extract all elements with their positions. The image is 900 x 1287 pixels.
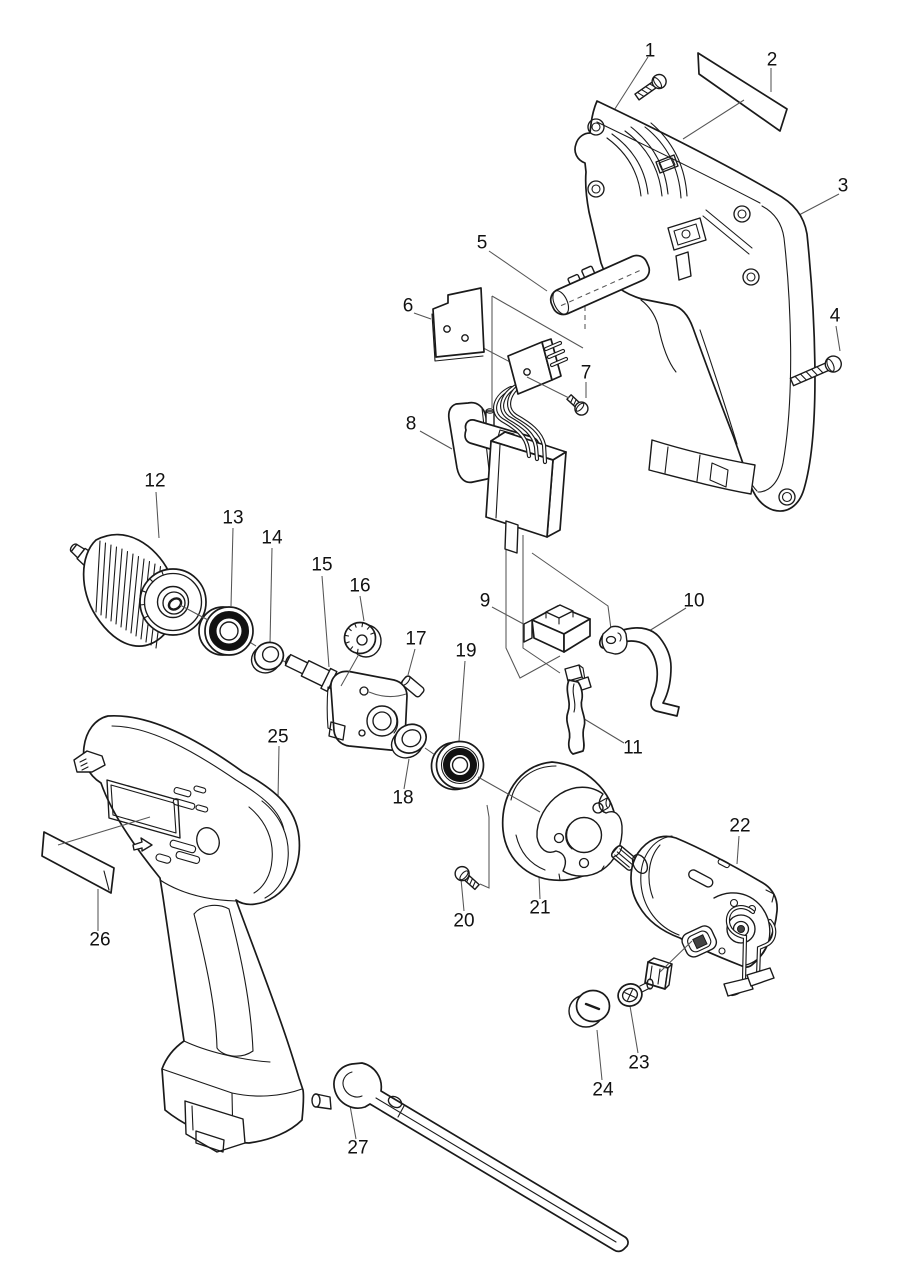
part-label-10: 10 [683, 591, 704, 612]
part-13-bearing [198, 606, 254, 656]
belt-clip [73, 750, 106, 773]
part-label-17: 17 [405, 629, 426, 650]
part-26-name-plate [41, 831, 115, 894]
spindle-lock-nub [311, 1093, 332, 1110]
part-22-motor [610, 835, 778, 997]
part-9-holder-block [523, 604, 591, 653]
part-2-label-sticker [697, 52, 788, 132]
part-label-5: 5 [477, 233, 488, 254]
part-14-ring [250, 641, 285, 674]
part-16-gear [343, 621, 382, 658]
part-17-pin [400, 675, 425, 698]
part-label-27: 27 [347, 1138, 368, 1159]
part-27-bit-clip [333, 1062, 629, 1253]
screw-bosses [587, 118, 760, 286]
part-label-20: 20 [453, 911, 474, 932]
part-15-spindle [284, 653, 408, 751]
housing-vents [155, 785, 209, 864]
part-label-24: 24 [592, 1080, 614, 1101]
part-label-23: 23 [628, 1053, 649, 1074]
part-label-14: 14 [261, 528, 283, 549]
switch-terminal-strip [504, 520, 519, 554]
part-label-8: 8 [406, 414, 417, 435]
part-4-screw [789, 355, 842, 387]
part-label-26: 26 [89, 930, 110, 951]
part-label-19: 19 [455, 641, 476, 662]
part-label-13: 13 [222, 508, 243, 529]
part-label-3: 3 [838, 176, 849, 197]
motor-lead-wires [723, 905, 777, 997]
part-6-plate [431, 287, 485, 362]
part-1-screw [634, 73, 667, 101]
part-label-7: 7 [581, 363, 592, 384]
part-24-cap [568, 989, 611, 1028]
part-11-lever [564, 664, 592, 755]
direction-arrow [132, 837, 153, 852]
battery-latch [184, 1100, 246, 1153]
housing-ribs [606, 122, 688, 199]
leader-lines [97, 56, 841, 1140]
part-label-1: 1 [645, 41, 656, 62]
connector-block [507, 338, 569, 395]
part-label-6: 6 [403, 296, 414, 317]
part-label-25: 25 [267, 727, 288, 748]
part-label-11: 11 [623, 738, 643, 759]
part-18-washer [390, 723, 427, 759]
part-label-16: 16 [349, 576, 370, 597]
part-21-gear-housing [501, 761, 623, 882]
part-label-2: 2 [767, 50, 778, 71]
motor-brush-grommet [681, 925, 718, 958]
motor-mount-bracket [648, 439, 756, 495]
part-label-4: 4 [830, 306, 841, 327]
part-label-18: 18 [392, 788, 413, 809]
part-5-slide-button [549, 254, 651, 316]
part-25-housing-left [73, 715, 332, 1153]
part-10-bracket [598, 625, 680, 717]
part-3-housing-right [574, 100, 816, 512]
part-label-15: 15 [311, 555, 332, 576]
part-label-12: 12 [144, 471, 165, 492]
part-12-chuck [69, 533, 207, 649]
part-label-21: 21 [529, 898, 550, 919]
part-8-switch [447, 338, 569, 554]
part-label-9: 9 [480, 591, 491, 612]
part-7-screw [566, 394, 589, 416]
part-label-22: 22 [729, 816, 750, 837]
construction-lines-front [57, 99, 745, 973]
part-23-brush [617, 957, 673, 1007]
part-19-bearing [430, 740, 485, 791]
part-20-screw [454, 865, 480, 891]
